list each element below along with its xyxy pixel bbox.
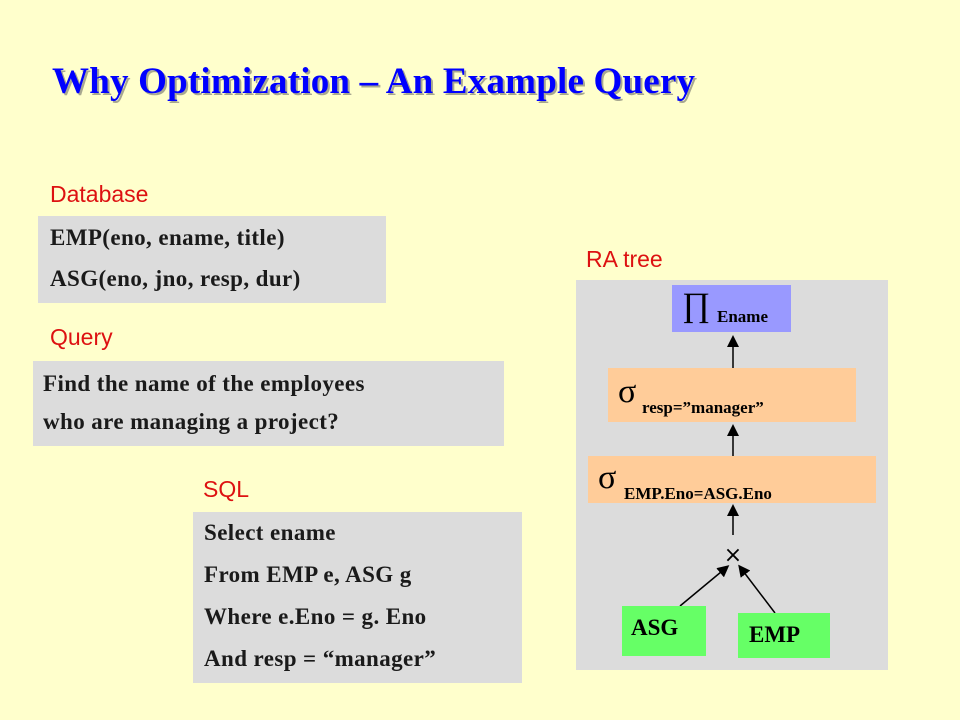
edge-asg-to-product [679, 565, 730, 607]
database-line-asg: ASG(eno, jno, resp, dur) [50, 266, 301, 291]
query-label: Query [50, 324, 113, 350]
leaf-emp-node: EMP [738, 613, 830, 658]
sql-box: Select ename From EMP e, ASG g Where e.E… [193, 512, 522, 683]
selection-join-symbol: σ [598, 459, 617, 496]
leaf-asg-node: ASG [622, 606, 706, 656]
leaf-emp-label: EMP [749, 622, 801, 647]
sql-line-from: From EMP e, ASG g [204, 562, 412, 587]
cross-product-symbol: × [724, 543, 742, 568]
sql-line-and: And resp = “manager” [204, 646, 437, 671]
database-label: Database [50, 181, 149, 207]
selection-resp-node: σ resp=”manager” [608, 368, 856, 422]
sql-label: SQL [203, 476, 250, 502]
ra-tree-label: RA tree [586, 246, 663, 272]
slide-title: Why Optimization – An Example Query [52, 61, 696, 102]
sql-line-select: Select ename [204, 520, 336, 545]
selection-resp-condition: resp=”manager” [642, 398, 764, 417]
selection-resp-symbol: σ [618, 373, 637, 410]
query-line-2: who are managing a project? [43, 409, 340, 434]
projection-attribute: Ename [717, 307, 768, 326]
query-line-1: Find the name of the employees [43, 371, 365, 396]
selection-join-node: σ EMP.Eno=ASG.Eno [588, 456, 876, 503]
projection-symbol: ∏ [682, 287, 710, 324]
sql-line-where: Where e.Eno = g. Eno [204, 604, 427, 629]
edge-emp-to-product [738, 564, 776, 614]
selection-join-condition: EMP.Eno=ASG.Eno [624, 484, 772, 503]
projection-node: ∏ Ename [672, 285, 791, 332]
database-box: EMP(eno, ename, title) ASG(eno, jno, res… [38, 216, 386, 303]
leaf-asg-label: ASG [631, 615, 679, 640]
database-line-emp: EMP(eno, ename, title) [50, 225, 285, 250]
query-box: Find the name of the employees who are m… [33, 361, 504, 446]
